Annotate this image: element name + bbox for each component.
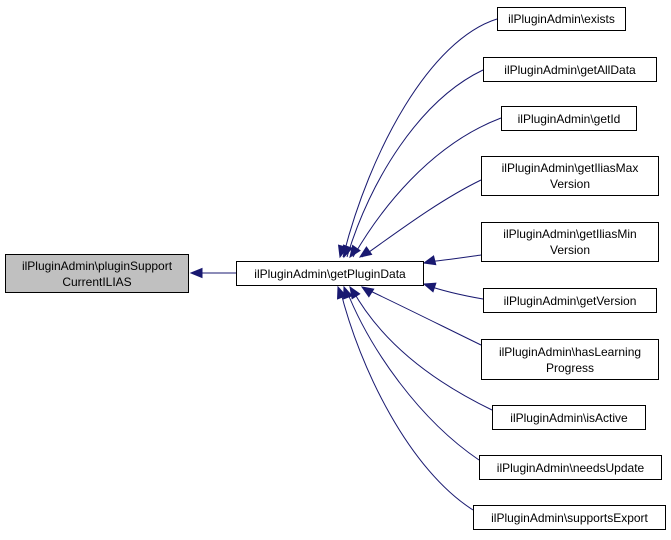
edge-get-id-arrowhead <box>349 244 361 259</box>
node-get-ilias-max-version[interactable]: ilPluginAdmin\getIliasMax Version <box>481 156 659 196</box>
node-needs-update[interactable]: ilPluginAdmin\needsUpdate <box>479 455 662 480</box>
node-has-learning-progress[interactable]: ilPluginAdmin\hasLearning Progress <box>481 339 659 380</box>
edge-has-learning-progress <box>363 287 482 346</box>
edge-needs-update <box>345 288 480 461</box>
node-plugin-support-current-ilias[interactable]: ilPluginAdmin\pluginSupport CurrentILIAS <box>5 254 189 293</box>
node-label-line1: ilPluginAdmin\supportsExport <box>491 510 648 525</box>
node-get-id[interactable]: ilPluginAdmin\getId <box>501 106 637 131</box>
edge-get-ilias-max-version-arrowhead <box>358 246 373 258</box>
edge-is-active-arrowhead <box>349 285 361 300</box>
node-label-line1: ilPluginAdmin\hasLearning <box>498 344 642 359</box>
edge-get-all-data-arrowhead <box>343 244 353 259</box>
node-label-line1: ilPluginAdmin\exists <box>508 12 615 26</box>
node-is-active[interactable]: ilPluginAdmin\isActive <box>492 405 646 430</box>
node-get-ilias-min-version[interactable]: ilPluginAdmin\getIliasMin Version <box>481 222 659 262</box>
node-supports-export[interactable]: ilPluginAdmin\supportsExport <box>473 505 666 530</box>
edge-get-ilias-max-version <box>361 179 482 258</box>
edge-get-all-data <box>346 69 484 258</box>
edge-supports-export-arrowhead <box>337 285 347 300</box>
node-label-line2: Version <box>549 177 591 191</box>
node-label-line2: CurrentILIAS <box>62 274 132 289</box>
node-get-all-data[interactable]: ilPluginAdmin\getAllData <box>483 57 657 82</box>
node-get-plugin-data[interactable]: ilPluginAdmin\getPluginData <box>236 261 424 286</box>
node-label-line2: Progress <box>545 360 595 375</box>
node-label-line1: ilPluginAdmin\getIliasMin <box>503 227 637 241</box>
node-label: ilPluginAdmin\getPluginData <box>254 266 406 281</box>
edge-supports-export <box>339 288 474 511</box>
edge-has-learning-progress-arrowhead <box>360 286 375 298</box>
edge-exists <box>342 18 498 258</box>
node-label-line1: ilPluginAdmin\getId <box>517 111 621 126</box>
node-get-version[interactable]: ilPluginAdmin\getVersion <box>483 288 657 313</box>
node-exists[interactable]: ilPluginAdmin\exists <box>497 7 626 31</box>
node-label-line1: ilPluginAdmin\getAllData <box>504 62 636 77</box>
edge-is-active <box>351 288 493 411</box>
node-label-line1: ilPluginAdmin\pluginSupport <box>21 258 173 273</box>
node-label-line1: ilPluginAdmin\needsUpdate <box>496 460 645 475</box>
edge-get-version-arrowhead <box>422 282 437 293</box>
edge-get-id <box>352 117 502 258</box>
edge-plugin-support-arrowhead <box>189 267 203 279</box>
edge-get-ilias-min-version-arrowhead <box>422 255 437 266</box>
node-label-line1: ilPluginAdmin\isActive <box>510 410 628 425</box>
node-label-line2: Version <box>549 243 591 257</box>
node-label-line1: ilPluginAdmin\getIliasMax <box>501 161 639 175</box>
node-label-line1: ilPluginAdmin\getVersion <box>503 293 637 308</box>
